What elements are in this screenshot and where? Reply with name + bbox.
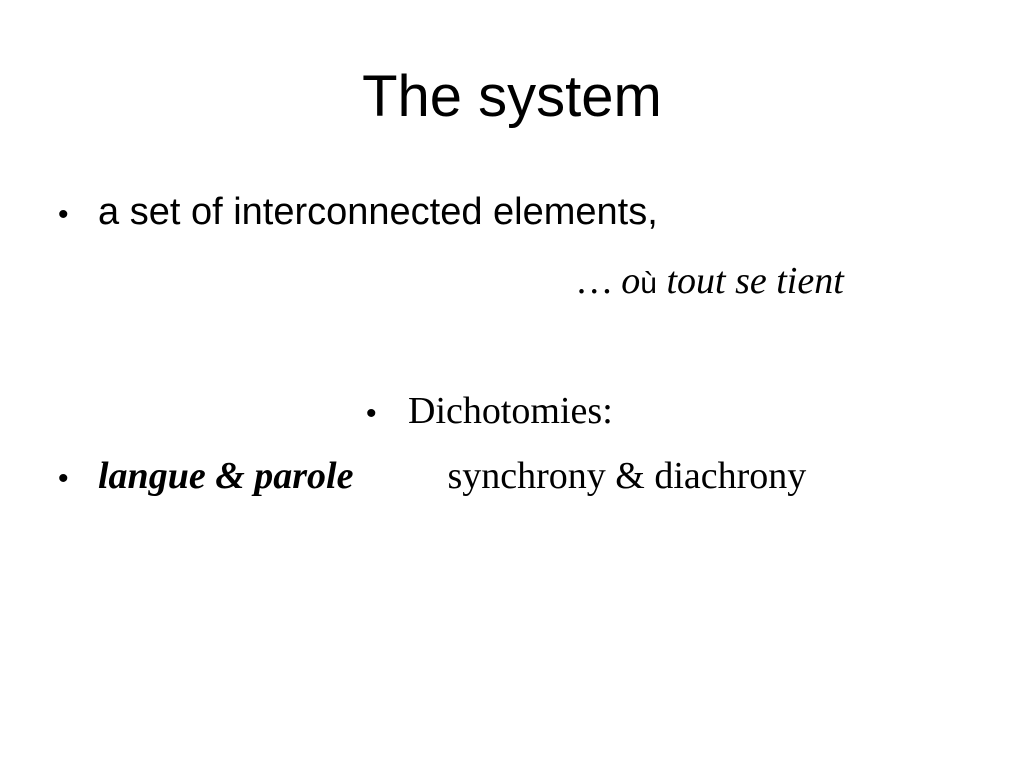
slide-title: The system xyxy=(362,64,662,129)
bullet-langue-parole: • langue & parole synchrony & diachrony xyxy=(58,452,806,503)
bullet-icon: • xyxy=(58,198,69,231)
bullet-dichotomies: • Dichotomies: xyxy=(366,387,613,438)
continuation-suffix: tout se tient xyxy=(656,260,844,302)
bullet-icon: • xyxy=(366,397,377,430)
synchrony-diachrony-text: synchrony & diachrony xyxy=(447,455,807,497)
continuation-ou-tout-se-tient: … où tout se tient xyxy=(578,258,844,307)
bullet-text: a set of interconnected elements, xyxy=(98,191,658,233)
bullet-text: Dichotomies: xyxy=(408,390,613,432)
continuation-prefix: … o xyxy=(578,260,641,302)
continuation-accent: ù xyxy=(640,267,657,300)
langue-parole-text: langue & parole xyxy=(98,455,354,497)
bullet-interconnected-elements: • a set of interconnected elements, xyxy=(58,188,658,239)
bullet-icon: • xyxy=(58,462,69,495)
